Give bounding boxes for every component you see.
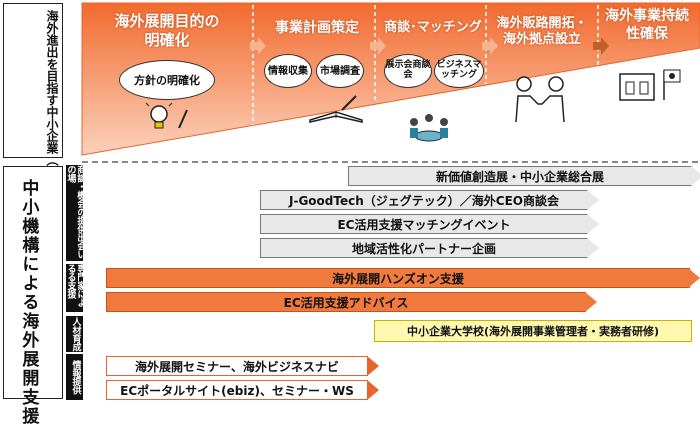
program-bar: 海外展開ハンズオン支援: [106, 268, 690, 288]
stage-3-title: 商談･マッチング: [384, 20, 482, 35]
bar-tip: [587, 214, 599, 234]
program-bar: EC活用支援アドバイス: [106, 292, 586, 312]
stage-1-title: 海外展開目的の明確化: [114, 12, 220, 49]
support-label: 中小機構による海外展開支援: [18, 179, 39, 426]
program-bar: 新価値創造展・中小企業総合展: [348, 166, 692, 186]
stage-5-title: 海外事業持続性確保: [605, 8, 689, 42]
program-bar: ECポータルサイト(ebiz)、セミナー・WS: [106, 380, 368, 400]
stage-arrow: [250, 37, 266, 55]
bar-tip: [367, 380, 379, 400]
bar-tip: [585, 292, 597, 312]
program-bar: 海外展開セミナー、海外ビジネスナビ: [106, 356, 368, 376]
stage-arrow: [593, 37, 609, 55]
stage-2-item: 情報収集: [264, 54, 312, 88]
bar-tip: [688, 268, 700, 288]
category-label: 商談・機会の提供出会いの場: [66, 165, 85, 261]
stage-4-title: 海外販路開拓・海外拠点設立: [496, 16, 588, 48]
category-label: 情報提供: [66, 354, 83, 400]
stage-2-title: 事業計画策定: [275, 20, 359, 36]
bar-tip: [587, 190, 599, 210]
handshake-icon: [515, 76, 565, 123]
bar-tip: [367, 356, 379, 376]
stage-arrow: [482, 37, 498, 55]
stage-3-item: ビジネスマッチング: [434, 54, 484, 88]
category-label: 専門家によるる支援: [66, 264, 85, 312]
notebook-icon: [309, 95, 363, 123]
program-bar: EC活用支援マッチングイベント: [260, 214, 588, 234]
factory-icon: [619, 69, 681, 101]
program-bar: 地域活性化パートナー企画: [260, 238, 588, 258]
stage-arrow: [370, 37, 386, 55]
bar-tip: [691, 166, 700, 186]
program-bar: J-GoodTech（ジェグテック）／海外CEO商談会: [260, 190, 588, 210]
meeting-icon: [410, 114, 448, 142]
stage-3-item: 展示会商談会: [384, 54, 432, 88]
stage-1-item: 方針の明確化: [119, 60, 215, 100]
category-label: 人材育成: [66, 316, 83, 352]
bar-tip: [587, 238, 599, 258]
program-bar: 中小企業大学校(海外展開事業管理者・実務者研修): [374, 320, 692, 342]
support-label-box: 中小機構による海外展開支援: [3, 166, 63, 426]
lightbulb-icon: [145, 102, 188, 129]
stage-2-item: 市場調査: [316, 54, 364, 88]
